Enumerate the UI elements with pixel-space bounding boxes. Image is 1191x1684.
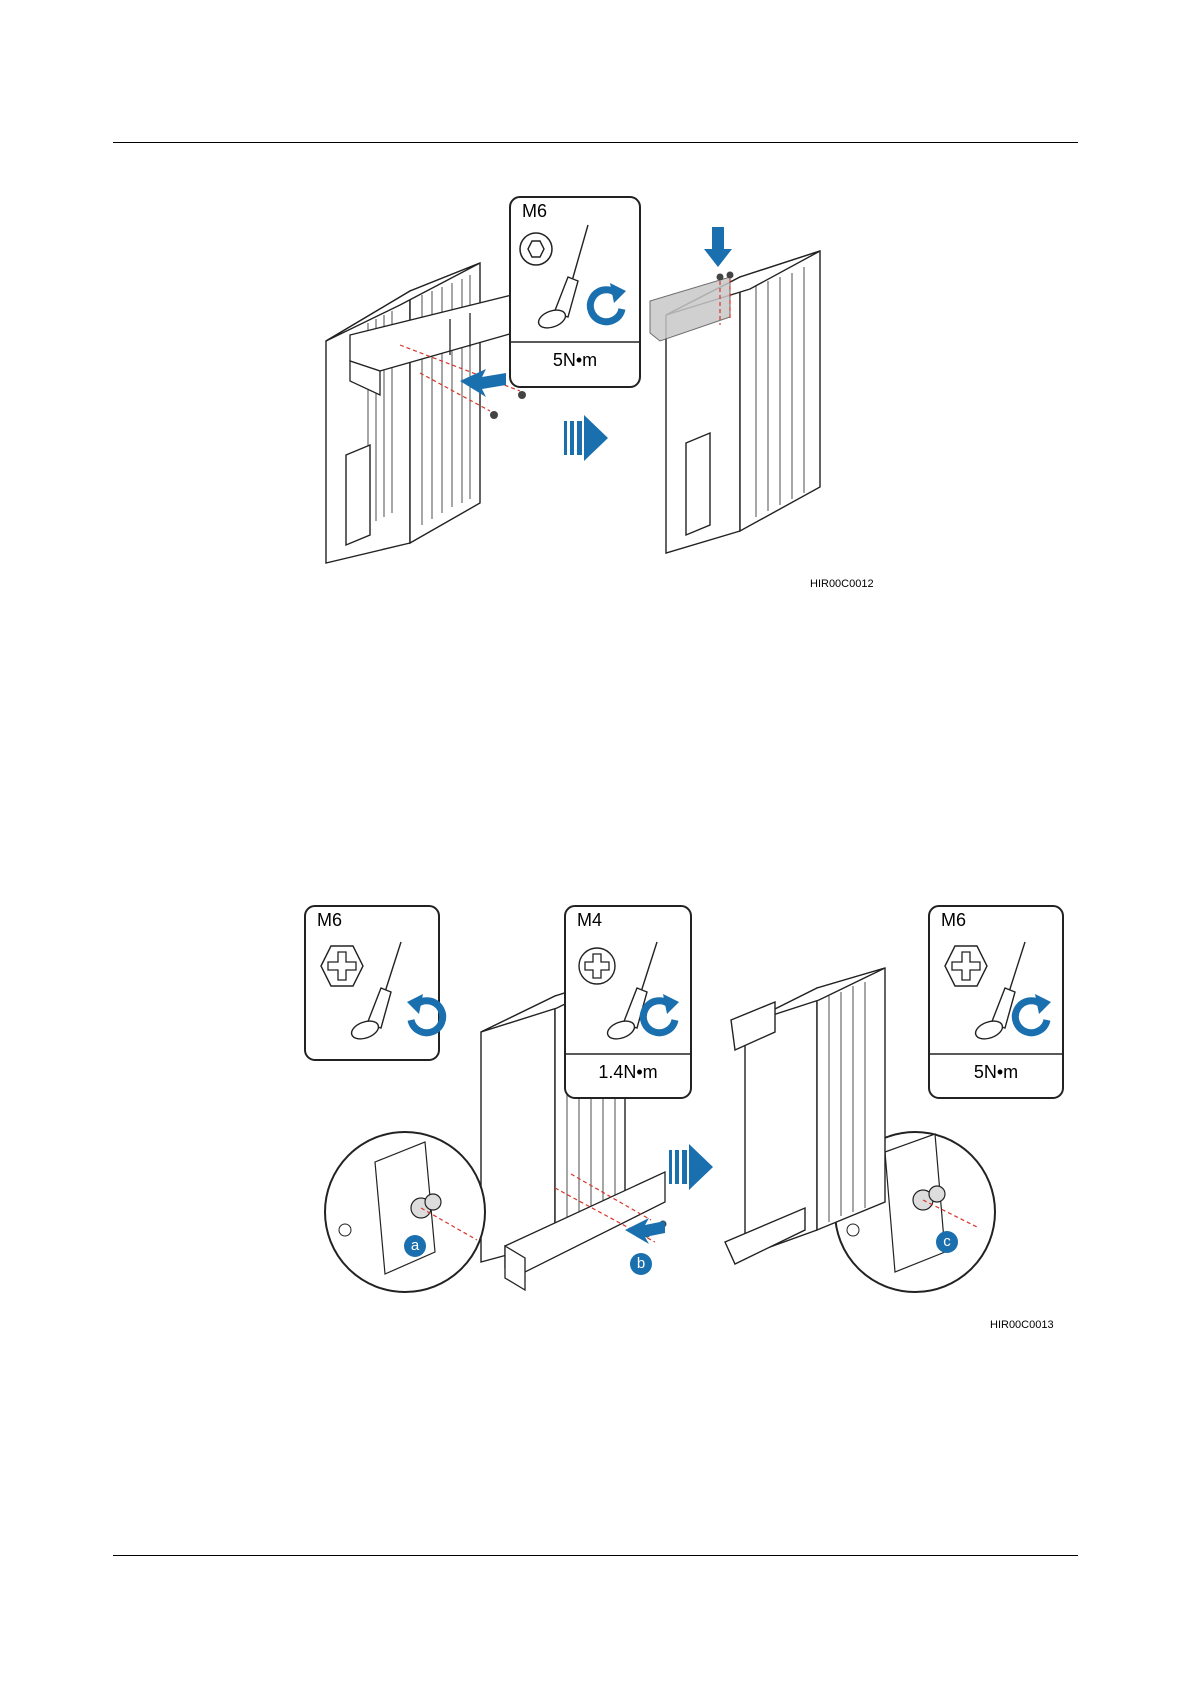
screw-size-label-1: M6 <box>317 910 342 931</box>
header-rule <box>113 142 1078 143</box>
screw-icon <box>490 391 526 419</box>
screw-size-label-2: M4 <box>577 910 602 931</box>
screw-size-label-3: M6 <box>941 910 966 931</box>
detail-zoom-a <box>325 1132 485 1292</box>
figure-2: M6 M4 1.4N•m M6 5N•m a b c HIR00C0013 <box>325 912 1085 1342</box>
push-arrow-icon <box>625 1218 665 1244</box>
figure-1: M6 5N•m HIR00C0012 <box>310 205 890 605</box>
cross-head-icon <box>579 948 615 984</box>
step-letter-b: b <box>631 1254 651 1274</box>
push-down-arrow-icon <box>704 227 732 267</box>
cross-hex-head-icon <box>945 946 987 986</box>
torque-label: 5N•m <box>510 350 640 371</box>
cross-hex-head-icon <box>321 946 363 986</box>
figure-id: HIR00C0012 <box>810 578 874 590</box>
figure-id: HIR00C0013 <box>990 1319 1054 1331</box>
torque-label-3: 5N•m <box>929 1062 1063 1083</box>
step-arrow-icon <box>564 415 608 461</box>
figure-2-illustration <box>325 912 1085 1342</box>
hex-head-icon <box>520 233 552 265</box>
step-letter-a: a <box>405 1236 425 1256</box>
step-letter-c: c <box>937 1232 957 1252</box>
step-arrow-icon <box>669 1144 713 1190</box>
screw-size-label: M6 <box>522 201 547 222</box>
figure-1-illustration <box>310 205 890 605</box>
footer-rule <box>113 1555 1078 1556</box>
torque-label-2: 1.4N•m <box>565 1062 691 1083</box>
